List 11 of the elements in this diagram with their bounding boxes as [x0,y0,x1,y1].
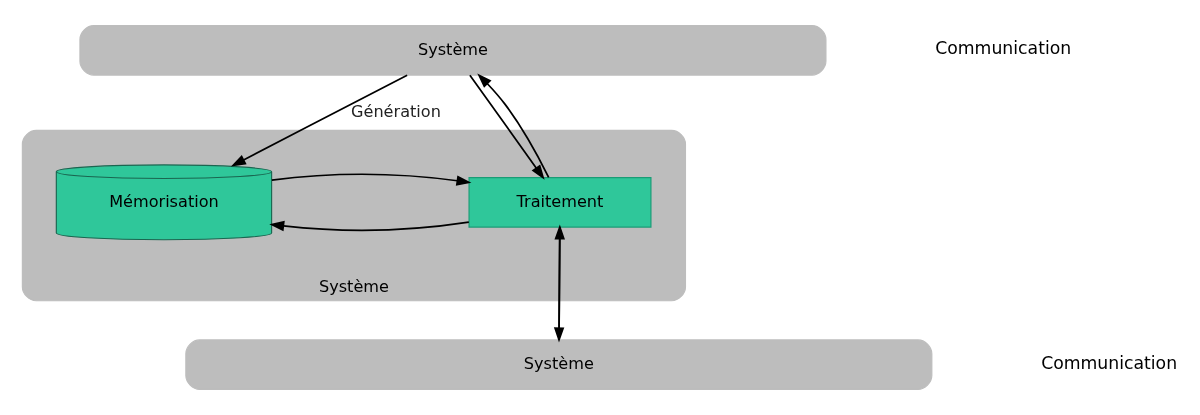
arrow [477,73,550,179]
label: Communication [935,38,1072,59]
arrow [230,74,408,167]
arrow [269,220,470,232]
label: Communication [1041,352,1178,373]
node-box: Système [79,25,827,76]
arrow [469,74,545,180]
arrow [271,173,472,186]
edge-label: Génération [351,101,441,121]
node-box: Système [185,339,933,390]
node-box: Traitement [468,177,652,228]
